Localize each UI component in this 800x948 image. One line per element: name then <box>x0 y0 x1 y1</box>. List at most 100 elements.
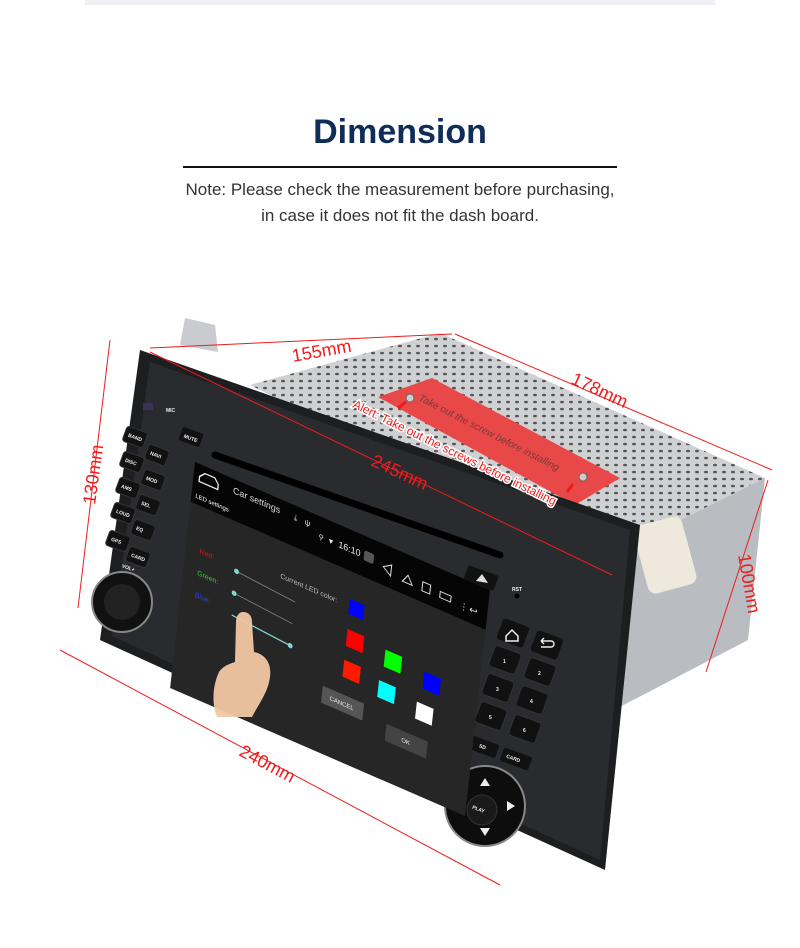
svg-text:MUTE: MUTE <box>183 434 199 445</box>
dimension-lines <box>59 333 773 886</box>
left-button[interactable]: MOD <box>140 469 166 492</box>
screw-icon <box>578 472 588 482</box>
mic-label: MIC <box>166 408 176 414</box>
arrow-icon <box>397 400 407 410</box>
title-divider <box>183 166 617 168</box>
svg-text:CARD: CARD <box>505 754 521 765</box>
note-line-1: Note: Please check the measurement befor… <box>185 180 615 199</box>
left-button-label: GPS <box>110 537 123 546</box>
down-arrow-icon[interactable] <box>480 828 490 836</box>
eject-button[interactable] <box>463 565 499 591</box>
play-label: PLAY <box>471 805 486 815</box>
green-slider-thumb[interactable] <box>231 590 237 597</box>
card-button[interactable]: CARD <box>500 747 533 771</box>
red-slider-thumb[interactable] <box>234 568 239 575</box>
status-bar <box>190 462 490 630</box>
cancel-button[interactable]: CANCEL <box>320 685 365 721</box>
ok-button[interactable]: OK <box>384 723 428 759</box>
left-button[interactable]: SEL <box>135 494 161 517</box>
left-button[interactable]: EQ <box>130 519 156 542</box>
color-swatch[interactable] <box>422 671 441 696</box>
nav-window-icon[interactable] <box>439 590 452 603</box>
preset-button-4[interactable]: 4 <box>515 685 549 715</box>
screw-icon <box>405 393 415 403</box>
nav-home-icon[interactable] <box>401 573 413 587</box>
arrow-icon <box>565 483 575 493</box>
left-button-label: SEL <box>140 501 151 510</box>
color-swatch[interactable] <box>345 629 365 654</box>
nav-recent-icon[interactable] <box>421 581 432 595</box>
svg-text:SD: SD <box>478 743 487 751</box>
home-button[interactable] <box>496 618 530 648</box>
back-icon <box>540 637 555 648</box>
mute-button[interactable]: MUTE <box>178 427 204 448</box>
preset-button-2[interactable]: 2 <box>523 657 557 687</box>
preset-label: 6 <box>523 728 526 734</box>
blue-slider-thumb[interactable] <box>287 642 293 649</box>
up-arrow-icon[interactable] <box>480 778 490 786</box>
rst-label: RST <box>512 587 522 593</box>
left-button-label: EQ <box>135 526 144 534</box>
red-slider-track[interactable] <box>236 570 296 603</box>
preset-label: 2 <box>538 671 541 677</box>
left-button-label: NAVI <box>149 451 163 461</box>
left-button-label: BAND <box>127 433 143 444</box>
color-swatch[interactable] <box>415 701 434 726</box>
reset-hole[interactable] <box>514 593 520 599</box>
location-icon: ⚲ <box>318 532 324 543</box>
return-icon[interactable]: ↩ <box>469 604 478 618</box>
connector-block <box>633 516 697 594</box>
left-button[interactable]: DISC <box>119 451 145 474</box>
screenshot-icon[interactable] <box>363 550 375 564</box>
pointing-finger-image <box>213 612 271 717</box>
left-button[interactable]: GPS <box>105 530 131 553</box>
preset-button-5[interactable]: 5 <box>474 701 508 731</box>
touch-screen[interactable]: Car settings ⤓ ψ LED settings ⚲ ▼ 16:10 … <box>170 462 490 817</box>
wifi-icon: ▼ <box>327 536 335 548</box>
left-button[interactable]: NAVI <box>144 444 170 467</box>
ir-sensor <box>143 403 153 410</box>
preset-button-1[interactable]: 1 <box>488 645 522 675</box>
color-swatch[interactable] <box>342 659 361 684</box>
preset-label: 5 <box>489 715 492 721</box>
left-button-label: AMS <box>120 484 133 494</box>
left-button-label: MOD <box>145 476 158 486</box>
eject-icon <box>476 574 488 583</box>
green-slider-track[interactable] <box>234 592 294 625</box>
svg-text:OK: OK <box>401 737 411 748</box>
vol-label: VOL+ <box>121 563 136 573</box>
current-color-preview <box>348 598 365 621</box>
sd-button[interactable]: SD <box>468 736 499 759</box>
usb-icon: ψ <box>304 517 311 528</box>
back-button[interactable] <box>530 630 564 660</box>
preset-label: 4 <box>530 699 533 705</box>
download-icon: ⤓ <box>294 513 299 523</box>
more-menu-icon[interactable]: ⋮ <box>459 600 469 613</box>
top-banner-strip <box>85 0 715 5</box>
color-swatch[interactable] <box>383 649 403 674</box>
color-swatch[interactable] <box>377 680 396 705</box>
right-arrow-icon[interactable] <box>507 801 515 811</box>
home-icon[interactable] <box>198 471 219 491</box>
left-button-label: LOUD <box>115 509 131 520</box>
left-button[interactable]: LOUD <box>110 502 136 525</box>
preset-button-3[interactable]: 3 <box>481 673 515 703</box>
left-button[interactable]: CARD <box>125 546 151 569</box>
dim-240mm: 240mm <box>236 741 298 787</box>
left-button[interactable]: BAND <box>122 426 148 449</box>
preset-label: 1 <box>503 659 506 665</box>
left-button[interactable]: AMS <box>115 477 141 500</box>
page-title: Dimension <box>313 113 487 151</box>
disc-slot[interactable] <box>211 451 504 559</box>
preset-label: 3 <box>496 687 499 693</box>
preset-button-6[interactable]: 6 <box>508 714 542 744</box>
home-icon <box>505 628 519 642</box>
nav-back-triangle-icon[interactable] <box>382 562 393 578</box>
note-line-2: in case it does not fit the dash board. <box>261 206 539 225</box>
left-button-label: CARD <box>130 553 146 564</box>
mounting-bracket <box>180 318 218 352</box>
dim-130mm: 130mm <box>79 443 107 505</box>
play-button[interactable] <box>466 794 498 826</box>
